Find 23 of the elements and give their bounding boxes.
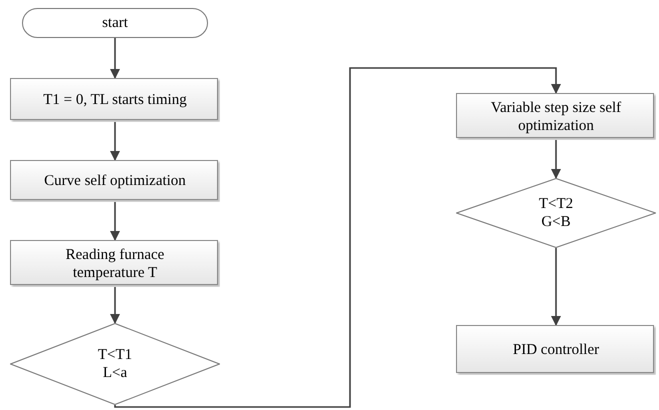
node-label: Reading furnace temperature T: [64, 246, 166, 282]
node-label: PID controller: [512, 341, 600, 359]
node-label: T1 = 0, TL starts timing: [42, 91, 188, 109]
node-label: Curve self optimization: [43, 172, 187, 190]
node-label: T<T1 L<a: [96, 346, 134, 382]
node-label: start: [101, 14, 129, 32]
process-box: [456, 93, 656, 140]
arrow: [114, 67, 561, 408]
process-box: [456, 325, 656, 375]
arrow: [110, 38, 120, 79]
node-label: T<T2 G<B: [538, 195, 574, 231]
arrow: [551, 248, 561, 326]
arrow: [110, 202, 120, 241]
process-box: [10, 78, 220, 122]
node-label: Variable step size self optimization: [490, 98, 622, 134]
process-box: [10, 240, 220, 287]
process-box: [10, 160, 220, 202]
decision-diamond: [456, 178, 656, 248]
decision-diamond: [10, 323, 220, 405]
arrow: [110, 122, 120, 161]
arrow: [110, 287, 120, 324]
arrow: [551, 140, 561, 179]
start-terminal: [22, 8, 208, 38]
